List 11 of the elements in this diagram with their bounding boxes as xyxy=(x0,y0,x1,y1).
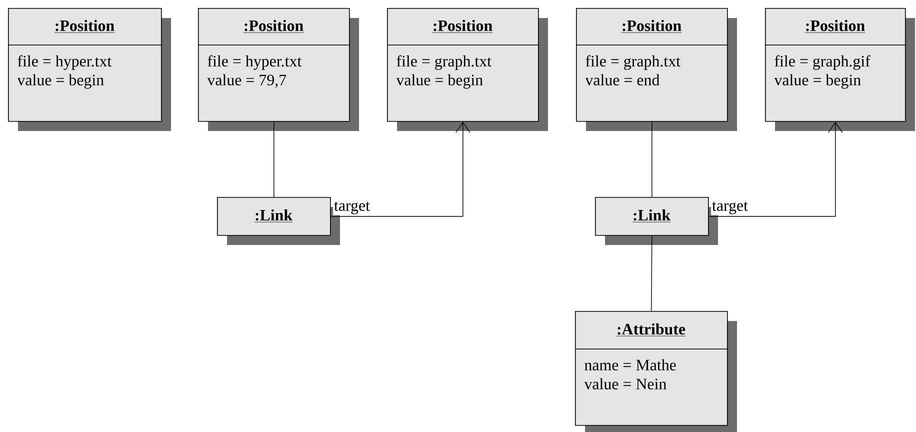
object-box: :Position file = hyper.txt value = 79,7 xyxy=(198,8,359,131)
object-box: :Position file = graph.gif value = begin xyxy=(764,8,915,131)
connector xyxy=(708,122,843,217)
connector xyxy=(651,235,652,312)
edge-label: target xyxy=(711,200,749,216)
connector xyxy=(330,122,470,217)
object-box: :Position file = graph.txt value = begin xyxy=(386,8,548,131)
object-box: :Position file = graph.txt value = end xyxy=(576,8,737,131)
edge-label: target xyxy=(333,200,371,216)
object-box: :Attribute name = Mathe value = Nein xyxy=(574,311,737,432)
object-box: :Position file = hyper.txt value = begin xyxy=(8,8,171,131)
